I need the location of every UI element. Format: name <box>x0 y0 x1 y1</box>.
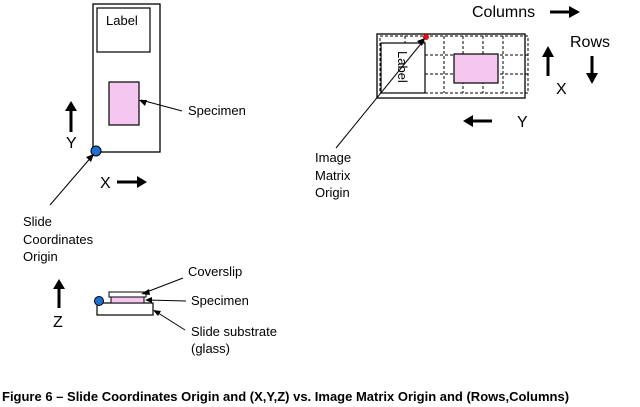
slide-origin-label-line2: Coordinates <box>23 232 94 247</box>
specimen-layer <box>110 296 145 304</box>
matrix-origin-label-line2: Matrix <box>315 168 351 183</box>
slide-top-view: Label Specimen Y X Slide Coordinates Ori… <box>23 3 246 264</box>
matrix-origin-label: Image Matrix Origin <box>315 150 355 200</box>
slide-origin-label: Slide Coordinates Origin <box>23 214 97 264</box>
slide-origin-pointer-head <box>86 154 94 162</box>
x-axis-label: X <box>100 175 111 192</box>
cross-specimen-label: Specimen <box>191 293 249 308</box>
slide-origin-label-line3: Origin <box>23 249 58 264</box>
label-box <box>96 7 151 53</box>
cross-specimen-pointer-head <box>145 297 152 303</box>
matrix-origin-pointer <box>335 39 425 149</box>
z-axis-arrow-head <box>53 279 65 289</box>
coverslip-layer <box>108 291 147 298</box>
substrate-label-line2: (glass) <box>191 341 230 356</box>
substrate-pointer <box>154 310 186 331</box>
x-axis-arrow-head <box>137 176 147 188</box>
rows-label: Rows <box>570 34 610 51</box>
matrix-y-arrow-head <box>463 115 473 127</box>
slide-origin-label-line1: Slide <box>23 214 52 229</box>
figure-caption: Figure 6 – Slide Coordinates Origin and … <box>2 389 569 404</box>
specimen-label: Specimen <box>188 103 246 118</box>
image-matrix-view: Columns Rows X Y Label <box>315 4 610 200</box>
slide-cross-section: Z Coverslip Specimen Slide substrate (gl… <box>53 264 281 356</box>
specimen-pointer <box>140 99 183 112</box>
substrate-label: Slide substrate (glass) <box>191 324 281 356</box>
slide-substrate <box>96 302 154 316</box>
columns-arrow-head <box>569 6 580 18</box>
matrix-y-label: Y <box>517 114 528 131</box>
coverslip-pointer <box>143 277 184 294</box>
slide-origin-pointer <box>49 154 94 206</box>
cross-specimen-pointer <box>146 299 187 302</box>
substrate-pointer-head <box>153 310 161 316</box>
coverslip-pointer-head <box>141 289 150 295</box>
coverslip-label: Coverslip <box>188 264 242 279</box>
rows-arrow-head <box>586 73 598 84</box>
matrix-x-label: X <box>556 81 567 98</box>
columns-label: Columns <box>472 4 535 21</box>
specimen-pointer-head <box>139 100 147 106</box>
rotated-label-box <box>380 42 426 94</box>
matrix-origin-pointer-head <box>417 38 425 46</box>
matrix-x-arrow-head <box>542 46 554 57</box>
matrix-origin-label-line3: Origin <box>315 185 350 200</box>
y-axis-arrow-head <box>65 101 77 111</box>
cross-section-origin-dot <box>94 296 104 306</box>
substrate-label-line1: Slide substrate <box>191 324 277 339</box>
z-axis-label: Z <box>53 314 63 331</box>
label-box-text: Label <box>106 13 138 28</box>
specimen-box <box>108 81 140 126</box>
slide-origin-dot <box>90 145 102 157</box>
rotated-specimen-box <box>453 53 499 84</box>
matrix-origin-label-line1: Image <box>315 150 351 165</box>
y-axis-label: Y <box>66 135 77 152</box>
image-matrix-grid <box>379 35 529 94</box>
